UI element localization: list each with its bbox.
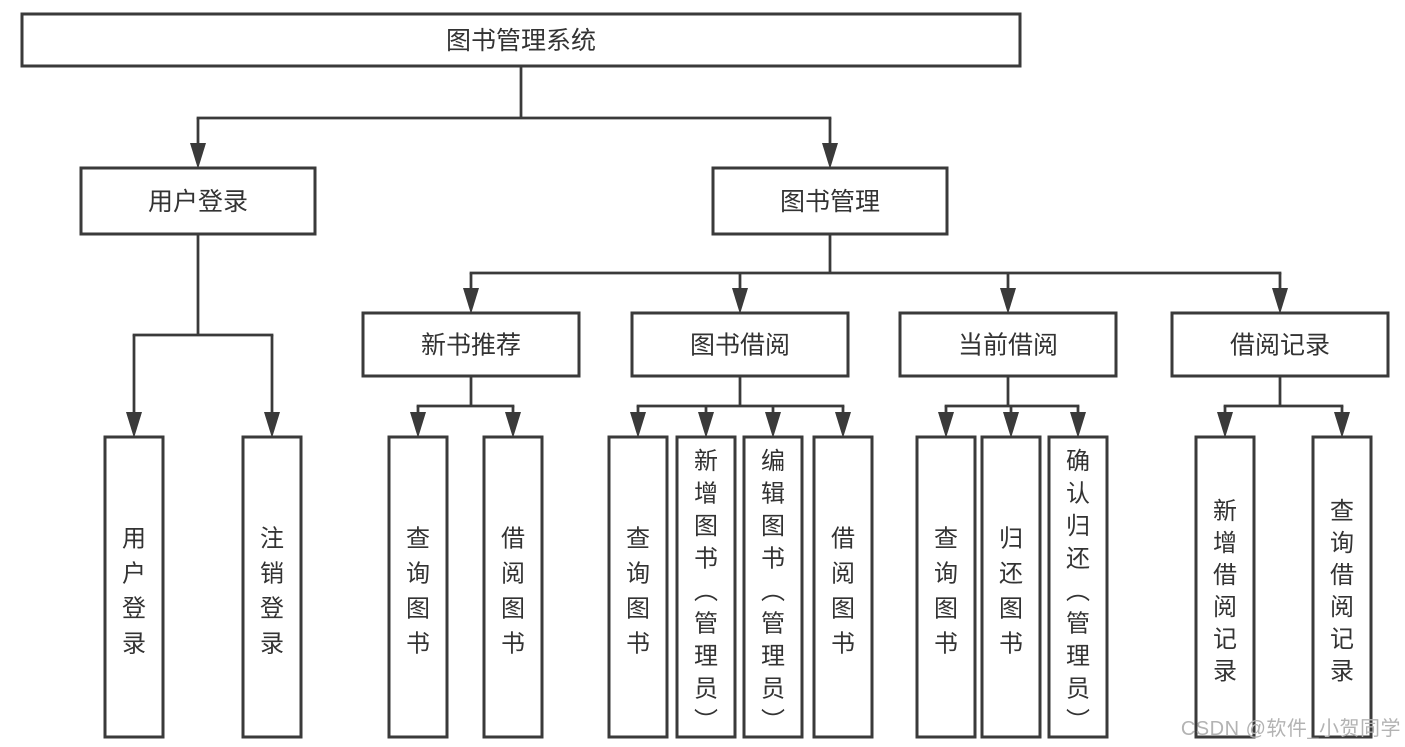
node-leaf-edit-book: 编辑图书︵管理员︶	[742, 435, 804, 739]
node-label: 查询图书	[626, 526, 650, 658]
arrowhead-down-icon	[1003, 412, 1019, 438]
node-leaf-query-record: 查询借阅记录	[1311, 435, 1373, 739]
node-leaf-query-book-1: 查询图书	[387, 435, 449, 739]
arrowhead-down-icon	[505, 412, 521, 438]
node-leaf-query-book-2: 查询图书	[607, 435, 669, 739]
node-leaf-borrow-book-1: 借阅图书	[482, 435, 544, 739]
connector-from-borrow-rec	[1217, 375, 1350, 438]
connector-from-new-rec	[410, 375, 521, 438]
node-box	[103, 435, 165, 739]
node-label: 用户登录	[148, 188, 248, 216]
node-leaf-user-login: 用户登录	[103, 435, 165, 739]
node-box	[1170, 311, 1390, 378]
node-box	[675, 435, 737, 739]
node-label: 查询借阅记录	[1330, 498, 1354, 685]
connector-from-curr-borrow	[938, 375, 1086, 438]
arrowhead-down-icon	[126, 412, 142, 438]
arrowhead-down-icon	[190, 143, 206, 169]
arrowhead-down-icon	[1272, 288, 1288, 314]
node-new-rec: 新书推荐	[361, 311, 581, 378]
connector-from-book-mgmt	[463, 233, 1288, 314]
node-curr-borrow: 当前借阅	[898, 311, 1118, 378]
arrowhead-down-icon	[732, 288, 748, 314]
node-box	[980, 435, 1042, 739]
node-box	[1047, 435, 1109, 739]
arrowhead-down-icon	[938, 412, 954, 438]
node-leaf-add-book: 新增图书︵管理员︶	[675, 435, 737, 739]
node-box	[79, 166, 317, 236]
node-label: 用户登录	[122, 526, 146, 658]
node-borrow-rec: 借阅记录	[1170, 311, 1390, 378]
arrowhead-down-icon	[1217, 412, 1233, 438]
arrowhead-down-icon	[698, 412, 714, 438]
node-leaf-add-record: 新增借阅记录	[1194, 435, 1256, 739]
node-box	[387, 435, 449, 739]
node-box	[1311, 435, 1373, 739]
arrowhead-down-icon	[1334, 412, 1350, 438]
connector-from-root	[190, 65, 838, 169]
node-box	[361, 311, 581, 378]
node-label: 图书借阅	[690, 332, 790, 360]
node-label: 借阅记录	[1230, 332, 1330, 360]
arrowhead-down-icon	[822, 143, 838, 169]
node-book-mgmt: 图书管理	[711, 166, 949, 236]
node-box	[482, 435, 544, 739]
arrowhead-down-icon	[1070, 412, 1086, 438]
connectors	[126, 65, 1350, 438]
node-root: 图书管理系统	[20, 12, 1022, 68]
node-label: 注销登录	[260, 526, 284, 658]
node-label: 新书推荐	[421, 332, 521, 360]
node-box	[915, 435, 977, 739]
node-leaf-borrow-book-2: 借阅图书	[812, 435, 874, 739]
arrowhead-down-icon	[630, 412, 646, 438]
node-label: 当前借阅	[958, 332, 1058, 360]
connector-from-user-login	[126, 233, 280, 438]
node-label: 确认归还︵管理员︶	[1066, 448, 1090, 735]
arrowhead-down-icon	[463, 288, 479, 314]
node-leaf-query-book-3: 查询图书	[915, 435, 977, 739]
arrowhead-down-icon	[410, 412, 426, 438]
node-leaf-confirm-return: 确认归还︵管理员︶	[1047, 435, 1109, 739]
node-book-borrow: 图书借阅	[630, 311, 850, 378]
node-box	[1194, 435, 1256, 739]
node-box	[607, 435, 669, 739]
node-label: 新增图书︵管理员︶	[694, 448, 718, 735]
node-label: 新增借阅记录	[1213, 498, 1237, 685]
node-box	[898, 311, 1118, 378]
connector-from-book-borrow	[630, 375, 851, 438]
node-label: 借阅图书	[501, 526, 525, 658]
node-box	[241, 435, 303, 739]
node-user-login: 用户登录	[79, 166, 317, 236]
node-label: 图书管理	[780, 188, 880, 216]
node-label: 查询图书	[934, 526, 958, 658]
node-box	[812, 435, 874, 739]
arrowhead-down-icon	[765, 412, 781, 438]
node-label: 查询图书	[406, 526, 430, 658]
arrowhead-down-icon	[1000, 288, 1016, 314]
arrowhead-down-icon	[264, 412, 280, 438]
node-leaf-logout: 注销登录	[241, 435, 303, 739]
node-box	[630, 311, 850, 378]
arrowhead-down-icon	[835, 412, 851, 438]
node-label: 图书管理系统	[446, 27, 596, 55]
node-leaf-return-book: 归还图书	[980, 435, 1042, 739]
node-label: 借阅图书	[831, 526, 855, 658]
node-label: 编辑图书︵管理员︶	[761, 448, 785, 735]
node-box	[742, 435, 804, 739]
node-label: 归还图书	[999, 526, 1023, 658]
node-box	[20, 12, 1022, 68]
node-box	[711, 166, 949, 236]
